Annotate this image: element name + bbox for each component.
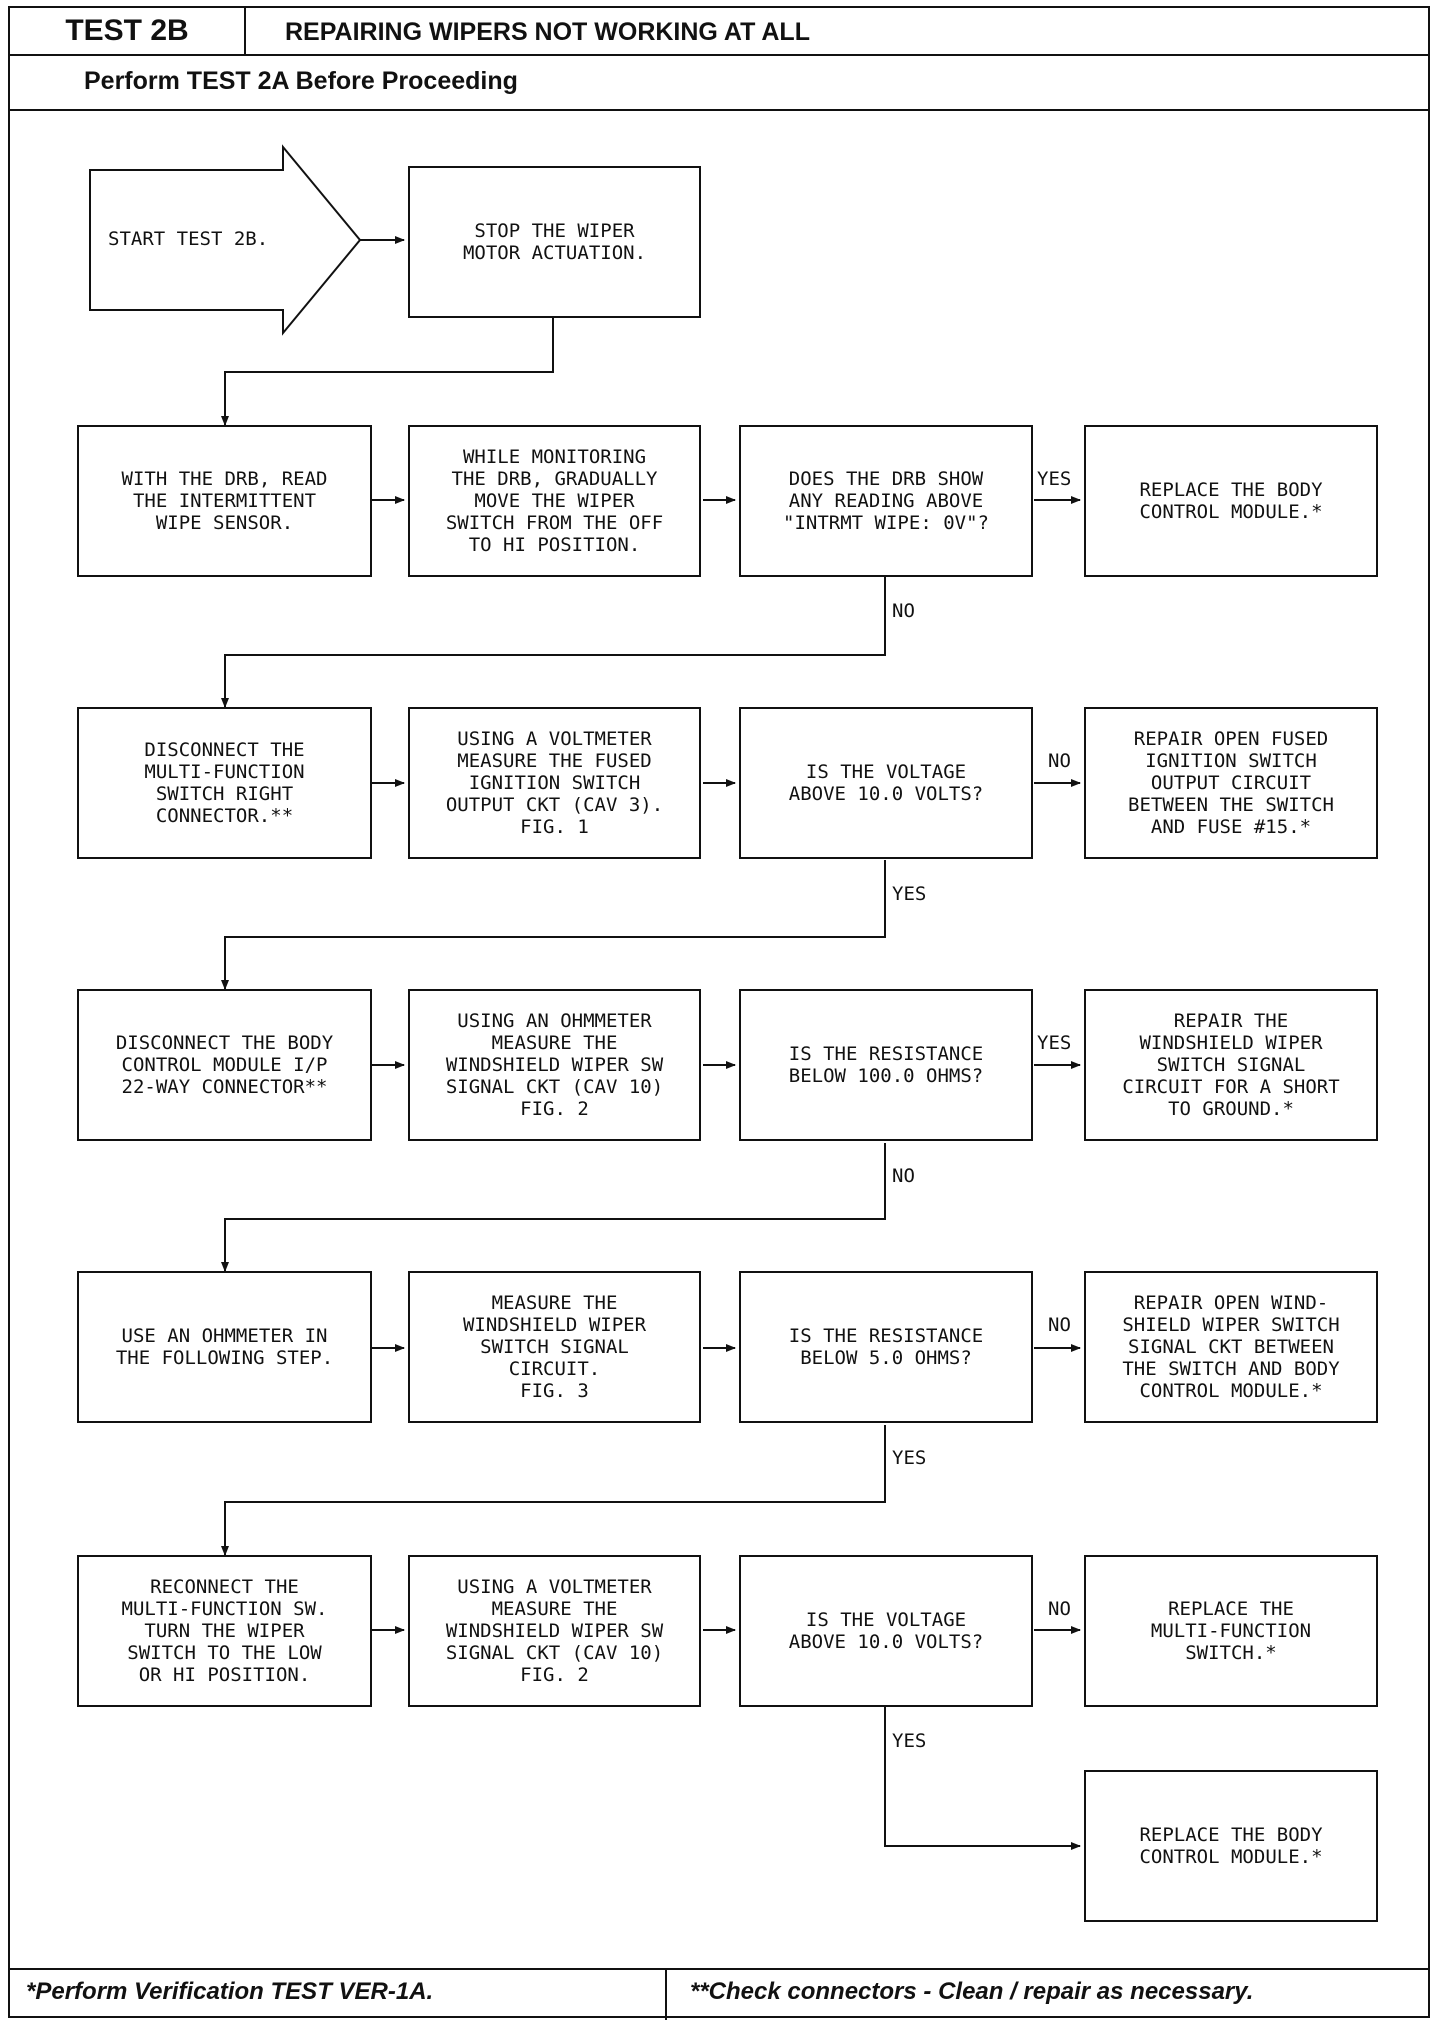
question-voltage-10v-2: IS THE VOLTAGE ABOVE 10.0 VOLTS? bbox=[739, 1555, 1033, 1707]
step-measure-fused-ignition: USING A VOLTMETER MEASURE THE FUSED IGNI… bbox=[408, 707, 701, 859]
connector-r3-down bbox=[221, 1143, 886, 1272]
question-resistance-100: IS THE RESISTANCE BELOW 100.0 OHMS? bbox=[739, 989, 1033, 1141]
result-replace-bcm-1: REPLACE THE BODY CONTROL MODULE.* bbox=[1084, 425, 1378, 577]
question-voltage-10v: IS THE VOLTAGE ABOVE 10.0 VOLTS? bbox=[739, 707, 1033, 859]
footer-row: *Perform Verification TEST VER-1A. **Che… bbox=[10, 1968, 1428, 2020]
step-reconnect-mf-switch: RECONNECT THE MULTI-FUNCTION SW. TURN TH… bbox=[77, 1555, 372, 1707]
label-r1-side: YES bbox=[1037, 468, 1072, 490]
label-r4-side: NO bbox=[1048, 1314, 1071, 1336]
result-repair-fused-ignition: REPAIR OPEN FUSED IGNITION SWITCH OUTPUT… bbox=[1084, 707, 1378, 859]
result-replace-bcm-final: REPLACE THE BODY CONTROL MODULE.* bbox=[1084, 1770, 1378, 1922]
label-r3-side: YES bbox=[1037, 1032, 1072, 1054]
test-number: TEST 2B bbox=[10, 8, 246, 54]
header-row: TEST 2B REPAIRING WIPERS NOT WORKING AT … bbox=[10, 8, 1428, 56]
result-repair-open-signal: REPAIR OPEN WIND- SHIELD WIPER SWITCH SI… bbox=[1084, 1271, 1378, 1423]
footer-note-verification: *Perform Verification TEST VER-1A. bbox=[26, 1978, 434, 2005]
step-disconnect-mf-switch: DISCONNECT THE MULTI-FUNCTION SWITCH RIG… bbox=[77, 707, 372, 859]
label-r5-down: YES bbox=[892, 1730, 927, 1752]
result-replace-mf-switch: REPLACE THE MULTI-FUNCTION SWITCH.* bbox=[1084, 1555, 1378, 1707]
label-r5-side: NO bbox=[1048, 1598, 1071, 1620]
page-frame: TEST 2B REPAIRING WIPERS NOT WORKING AT … bbox=[8, 6, 1430, 2020]
label-r2-down: YES bbox=[892, 883, 927, 905]
connector-r2-down bbox=[221, 860, 886, 990]
connector-r1-down bbox=[221, 577, 886, 708]
label-r3-down: NO bbox=[892, 1165, 915, 1187]
prerequisite-text: Perform TEST 2A Before Proceeding bbox=[84, 67, 518, 95]
result-repair-short: REPAIR THE WINDSHIELD WIPER SWITCH SIGNA… bbox=[1084, 989, 1378, 1141]
start-label: START TEST 2B. bbox=[108, 228, 269, 250]
connector-stop-to-row1 bbox=[221, 317, 554, 426]
footer-divider bbox=[665, 1970, 667, 2020]
step-use-ohmmeter: USE AN OHMMETER IN THE FOLLOWING STEP. bbox=[77, 1271, 372, 1423]
prerequisite-row: Perform TEST 2A Before Proceeding bbox=[10, 56, 1428, 111]
step-move-switch: WHILE MONITORING THE DRB, GRADUALLY MOVE… bbox=[408, 425, 701, 577]
question-resistance-5: IS THE RESISTANCE BELOW 5.0 OHMS? bbox=[739, 1271, 1033, 1423]
label-r4-down: YES bbox=[892, 1447, 927, 1469]
start-arrow-shape bbox=[89, 144, 362, 336]
step-measure-ohm-signal: USING AN OHMMETER MEASURE THE WINDSHIELD… bbox=[408, 989, 701, 1141]
label-r1-down: NO bbox=[892, 600, 915, 622]
step-read-sensor: WITH THE DRB, READ THE INTERMITTENT WIPE… bbox=[77, 425, 372, 577]
connector-r4-down bbox=[221, 1425, 886, 1556]
step-stop-actuation: STOP THE WIPER MOTOR ACTUATION. bbox=[408, 166, 701, 318]
connector-r5-down-final bbox=[884, 1707, 1081, 1850]
step-disconnect-bcm: DISCONNECT THE BODY CONTROL MODULE I/P 2… bbox=[77, 989, 372, 1141]
step-measure-signal-circuit: MEASURE THE WINDSHIELD WIPER SWITCH SIGN… bbox=[408, 1271, 701, 1423]
step-measure-volt-signal: USING A VOLTMETER MEASURE THE WINDSHIELD… bbox=[408, 1555, 701, 1707]
footer-note-connectors: **Check connectors - Clean / repair as n… bbox=[690, 1978, 1254, 2005]
test-title: REPAIRING WIPERS NOT WORKING AT ALL bbox=[285, 18, 810, 46]
label-r2-side: NO bbox=[1048, 750, 1071, 772]
question-drb-reading: DOES THE DRB SHOW ANY READING ABOVE "INT… bbox=[739, 425, 1033, 577]
